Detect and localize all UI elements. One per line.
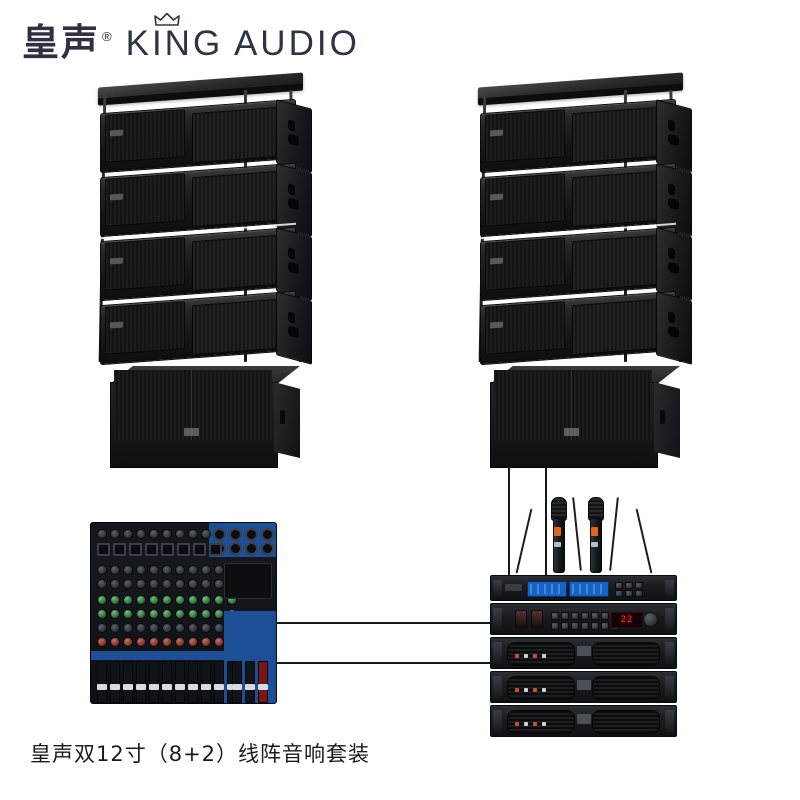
mixer-eq-knobs[interactable] [97, 579, 237, 589]
receiver-buttons[interactable] [615, 582, 643, 589]
mixer-effects-display [224, 563, 272, 599]
array-cabinet [100, 226, 312, 302]
mixer-pan-knobs[interactable] [97, 623, 237, 633]
processor-buttons[interactable] [551, 622, 619, 630]
brand-logo: 皇声 ® KING AUDIO [22, 13, 360, 64]
crown-icon [153, 13, 180, 26]
amplifier-logo [577, 646, 591, 656]
brand-english-text: KING AUDIO [125, 24, 360, 63]
processor-led-display: 22 [611, 612, 643, 628]
mixer-channel-inserts[interactable] [97, 543, 222, 556]
array-cabinet [100, 290, 312, 366]
karaoke-processor[interactable]: 22 [490, 603, 677, 635]
signal-cable [276, 622, 498, 624]
power-amplifier-3[interactable] [490, 705, 677, 737]
brand-chinese-name: 皇声 [22, 21, 100, 64]
subwoofer-badge [564, 428, 579, 436]
processor-buttons[interactable] [551, 612, 619, 620]
signal-cable [276, 662, 498, 664]
receiver-logo [505, 584, 522, 591]
mixer-eq-knobs[interactable] [97, 565, 237, 575]
mixer-divider [91, 651, 276, 660]
amplifier-logo [577, 680, 591, 690]
antenna [635, 508, 653, 574]
line-array-right [472, 72, 692, 370]
array-cabinet [480, 290, 692, 366]
mixer-channel-buttons[interactable] [97, 637, 237, 647]
array-cabinet [480, 162, 692, 238]
wireless-mic-2 [588, 497, 604, 573]
mic-power-button[interactable] [554, 527, 561, 536]
array-cabinet [100, 162, 312, 238]
subwoofer-badge [184, 428, 199, 436]
speaker-cable [545, 466, 547, 578]
wireless-receiver[interactable] [490, 575, 677, 601]
mixer-channel-faders[interactable] [97, 661, 237, 703]
mixer-aux-knobs[interactable] [97, 595, 237, 605]
subwoofer-right [490, 366, 680, 468]
registered-trademark-icon: ® [102, 29, 112, 44]
rack-stack: 22 [490, 575, 677, 739]
mixer-gain-knobs[interactable] [97, 529, 224, 539]
mixer-aux-knobs[interactable] [97, 609, 237, 619]
power-amplifier-1[interactable] [490, 637, 677, 669]
product-caption: 皇声双12寸（8+2）线阵音响套装 [30, 742, 371, 766]
antenna [515, 508, 533, 574]
amplifier-logo [577, 714, 591, 724]
speaker-cable [508, 466, 510, 578]
receiver-buttons[interactable] [615, 590, 643, 597]
power-amplifier-2[interactable] [490, 671, 677, 703]
antenna [572, 497, 582, 571]
mixer-input-jacks[interactable] [213, 542, 274, 555]
array-cabinet [100, 98, 312, 174]
antenna [609, 497, 619, 571]
mixer-input-jacks[interactable] [213, 528, 274, 541]
receiver-lcd-left [527, 581, 567, 597]
receiver-lcd-right [569, 581, 609, 597]
array-cabinet [480, 226, 692, 302]
wireless-mic-1 [551, 497, 567, 573]
array-cabinet [480, 98, 692, 174]
mixer-master-faders[interactable] [232, 661, 268, 703]
mixing-console[interactable] [90, 522, 277, 704]
brand-english-name: KING AUDIO [125, 13, 360, 63]
subwoofer-left [110, 366, 300, 468]
line-array-left [92, 72, 312, 370]
mic-power-button[interactable] [591, 527, 598, 536]
